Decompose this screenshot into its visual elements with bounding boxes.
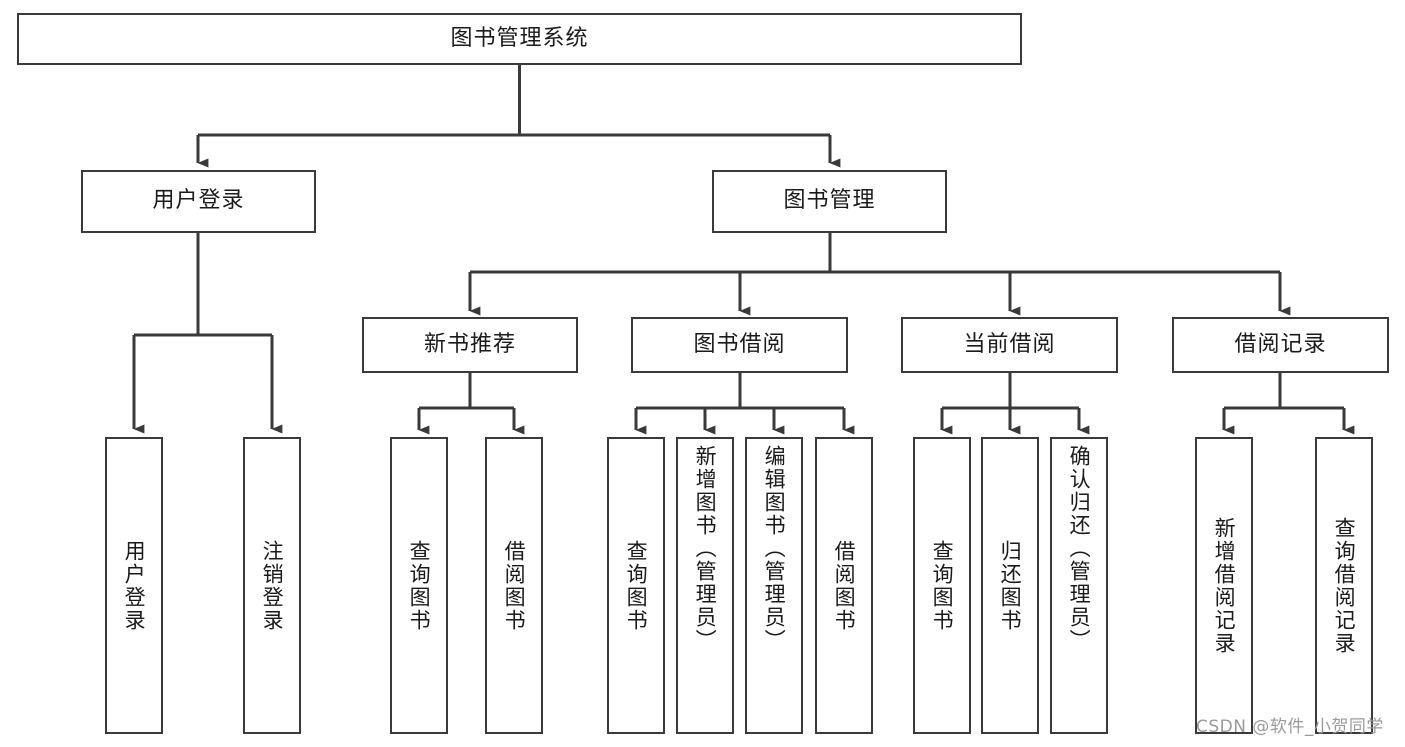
node-new-book-rec[interactable]: 新书推荐 — [362, 317, 578, 373]
node-leaf-return-book[interactable]: 归还图书 — [981, 437, 1039, 734]
node-book-manage[interactable]: 图书管理 — [712, 170, 947, 233]
node-root[interactable]: 图书管理系统 — [17, 13, 1022, 65]
node-borrow-record-label: 借阅记录 — [1234, 331, 1327, 357]
node-leaf-confirm-return-admin[interactable]: 确认归还（管理员） — [1050, 437, 1108, 734]
node-leaf-edit-book-admin-label: 编辑图书（管理员） — [762, 445, 787, 652]
node-new-book-rec-label: 新书推荐 — [423, 331, 516, 357]
node-leaf-query-book-2-label: 查询图书 — [624, 539, 649, 632]
node-current-borrow[interactable]: 当前借阅 — [901, 317, 1118, 373]
node-current-borrow-label: 当前借阅 — [963, 331, 1056, 357]
node-leaf-add-borrow-record-label: 新增借阅记录 — [1212, 516, 1237, 655]
node-leaf-query-book-2[interactable]: 查询图书 — [607, 437, 665, 734]
node-leaf-logout-label: 注销登录 — [260, 539, 285, 632]
node-leaf-query-borrow-record[interactable]: 查询借阅记录 — [1315, 437, 1373, 734]
node-leaf-add-borrow-record[interactable]: 新增借阅记录 — [1195, 437, 1253, 734]
node-leaf-borrow-book-2-label: 借阅图书 — [832, 539, 857, 632]
node-leaf-borrow-book-1[interactable]: 借阅图书 — [485, 437, 543, 734]
node-leaf-borrow-book-1-label: 借阅图书 — [502, 539, 527, 632]
node-leaf-query-book-3[interactable]: 查询图书 — [913, 437, 971, 734]
node-leaf-edit-book-admin[interactable]: 编辑图书（管理员） — [745, 437, 803, 734]
node-leaf-query-book-1[interactable]: 查询图书 — [390, 437, 448, 734]
node-leaf-query-book-3-label: 查询图书 — [930, 539, 955, 632]
node-user-login[interactable]: 用户登录 — [81, 170, 316, 233]
node-book-borrow-label: 图书借阅 — [693, 331, 786, 357]
node-book-borrow[interactable]: 图书借阅 — [631, 317, 848, 373]
node-leaf-add-book-admin-label: 新增图书（管理员） — [693, 445, 718, 652]
node-leaf-query-book-1-label: 查询图书 — [407, 539, 432, 632]
node-root-label: 图书管理系统 — [450, 25, 589, 51]
node-borrow-record[interactable]: 借阅记录 — [1172, 317, 1389, 373]
node-leaf-confirm-return-admin-label: 确认归还（管理员） — [1067, 445, 1092, 652]
node-book-manage-label: 图书管理 — [783, 188, 876, 214]
node-leaf-user-login-label: 用户登录 — [122, 539, 147, 632]
node-leaf-return-book-label: 归还图书 — [998, 539, 1023, 632]
node-leaf-logout[interactable]: 注销登录 — [243, 437, 301, 734]
node-leaf-add-book-admin[interactable]: 新增图书（管理员） — [676, 437, 734, 734]
node-user-login-label: 用户登录 — [152, 188, 245, 214]
node-leaf-borrow-book-2[interactable]: 借阅图书 — [815, 437, 873, 734]
node-leaf-query-borrow-record-label: 查询借阅记录 — [1332, 516, 1357, 655]
node-leaf-user-login[interactable]: 用户登录 — [105, 437, 163, 734]
